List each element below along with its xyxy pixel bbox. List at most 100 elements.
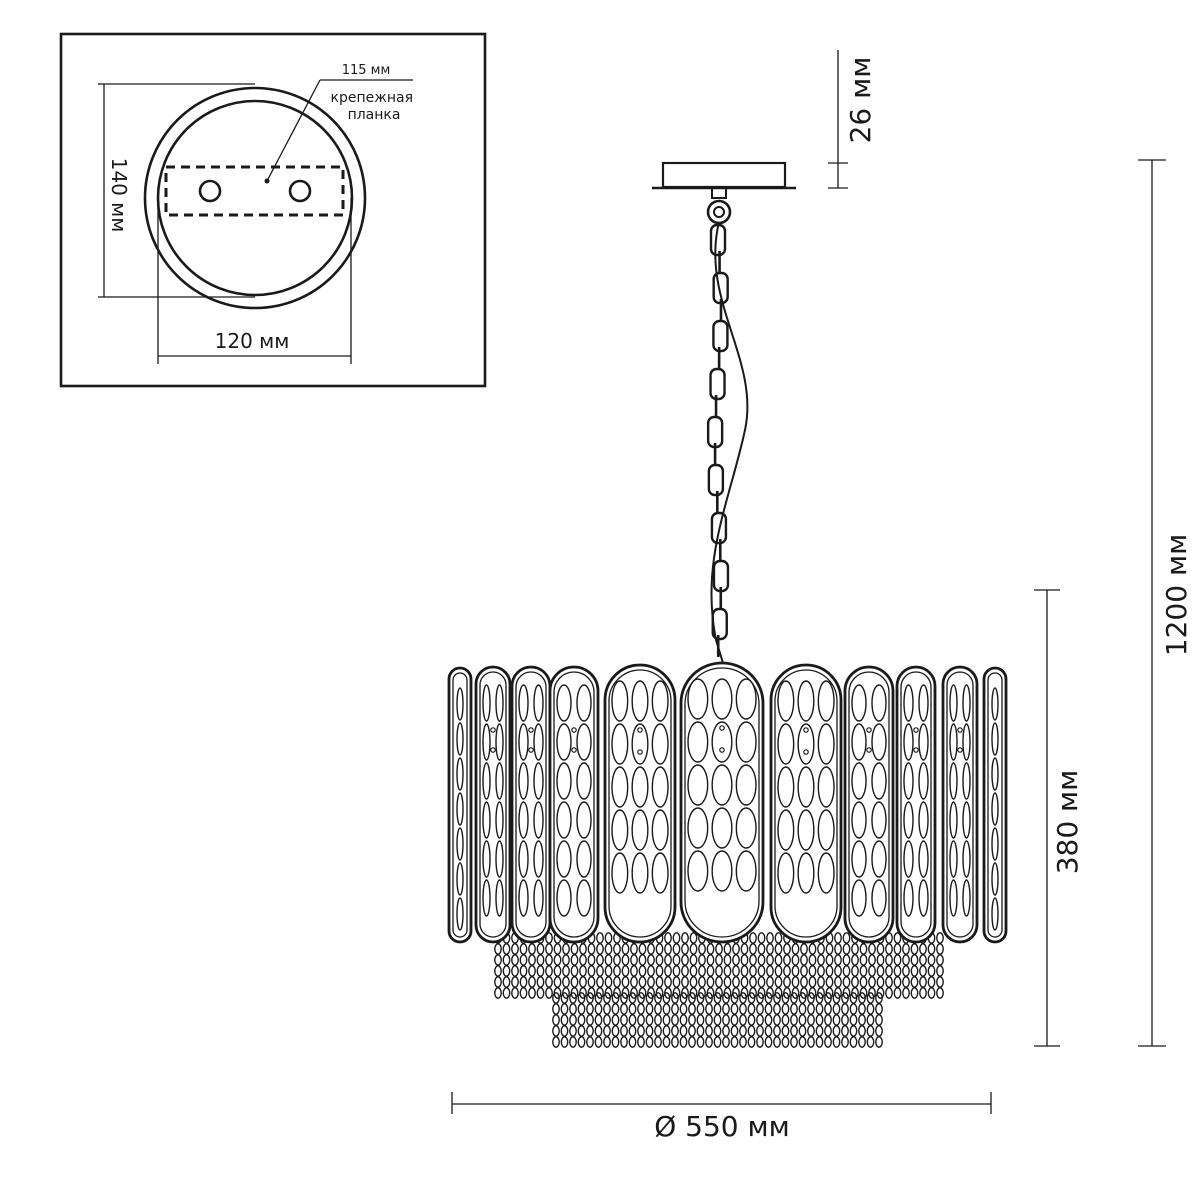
fringe-link [730,1014,739,1026]
fringe-link [910,965,919,977]
fringe-link [851,943,859,955]
fringe-link [817,976,825,988]
fringe-link [876,943,885,955]
chain-link [706,415,724,449]
fringe-link [722,1003,730,1015]
fringe-link [536,987,545,999]
fringe-link [611,1036,620,1048]
fringe-link [545,954,553,966]
fringe-link [773,1025,781,1037]
plate-name-label: крепежная планка [331,90,418,123]
fringe-link [664,976,672,988]
fringe-link [628,1025,637,1037]
fringe-link [679,1014,688,1026]
fringe-link [696,1036,705,1048]
fringe-link [936,932,944,944]
fringe-link [637,1014,645,1026]
fringe-link [885,976,893,988]
fringe-link [807,1036,815,1048]
fringe-link [587,976,596,988]
fringe-link [866,1003,875,1015]
fringe-link [875,1014,883,1026]
fringe-link [919,987,927,999]
fringe-link [766,965,774,977]
fringe-link [910,976,919,988]
fringe-link [511,954,519,966]
fringe-link [672,965,681,977]
fringe-link [876,965,885,977]
fringe-link [655,954,664,966]
fringe-link [698,976,706,988]
fringe-link [638,943,647,955]
fringe-link [689,943,698,955]
fringe-link [739,1003,747,1015]
fringe-link [808,965,817,977]
fringe-link [764,1014,773,1026]
fringe-link [749,976,757,988]
fringe-link [766,932,774,944]
fringe-link [893,976,902,988]
fringe-link [519,954,528,966]
fringe-link [723,976,732,988]
fringe-link [645,1025,654,1037]
fringe-link [630,976,638,988]
fringe-link [502,987,511,999]
fringe-link [723,954,732,966]
fringe-link [681,954,689,966]
fringe-link [876,954,885,966]
screw-hole-right [288,179,312,203]
width-label: 120 мм [215,329,290,353]
fringe-link [757,943,766,955]
fringe-link [713,1014,722,1026]
fringe-link [645,1003,654,1015]
glass-panel [843,665,895,944]
fringe-link [851,954,859,966]
fringe-link [637,1003,645,1015]
fringe-link [756,1036,764,1048]
fringe-link [630,965,638,977]
fringe-link [688,1003,696,1015]
fringe-link [604,943,613,955]
fringe-link [859,943,868,955]
fringe-link [577,1025,586,1037]
fringe-link [604,932,613,944]
fringe-link [764,1025,773,1037]
fringe-link [688,1036,696,1048]
fringe-link [705,1014,713,1026]
fringe-link [577,1014,586,1026]
plate-leader-line [266,79,321,182]
fringe-link [774,932,783,944]
fringe-link [528,954,536,966]
fringe-link [807,1025,815,1037]
fringe-link [604,965,613,977]
fringe-link [791,943,800,955]
fringe-link [764,1003,773,1015]
fringe-link [681,976,689,988]
fringe-link [885,954,893,966]
fringe-link [577,1036,586,1048]
fringe-link [781,1036,790,1048]
fringe-link [562,954,570,966]
glass-panel [769,663,843,944]
fringe-link [774,943,783,955]
fringe-link [552,1014,560,1026]
fringe-link [910,987,919,999]
fringe-link [638,954,647,966]
fringe-link [621,965,630,977]
fringe-link [842,976,851,988]
fringe-link [783,943,791,955]
fringe-link [577,1003,586,1015]
fringe-link [560,1025,569,1037]
fringe-link [579,943,587,955]
fringe-link [613,976,621,988]
fringe-link [647,943,655,955]
fringe-link [927,954,936,966]
fringe-link [630,943,638,955]
fringe-link [579,965,587,977]
fringe-link [552,1003,560,1015]
fringe-link [613,943,621,955]
fringe-link [706,943,715,955]
fringe-link [919,943,927,955]
fringe-link [732,943,740,955]
fringe-link [569,1025,577,1037]
